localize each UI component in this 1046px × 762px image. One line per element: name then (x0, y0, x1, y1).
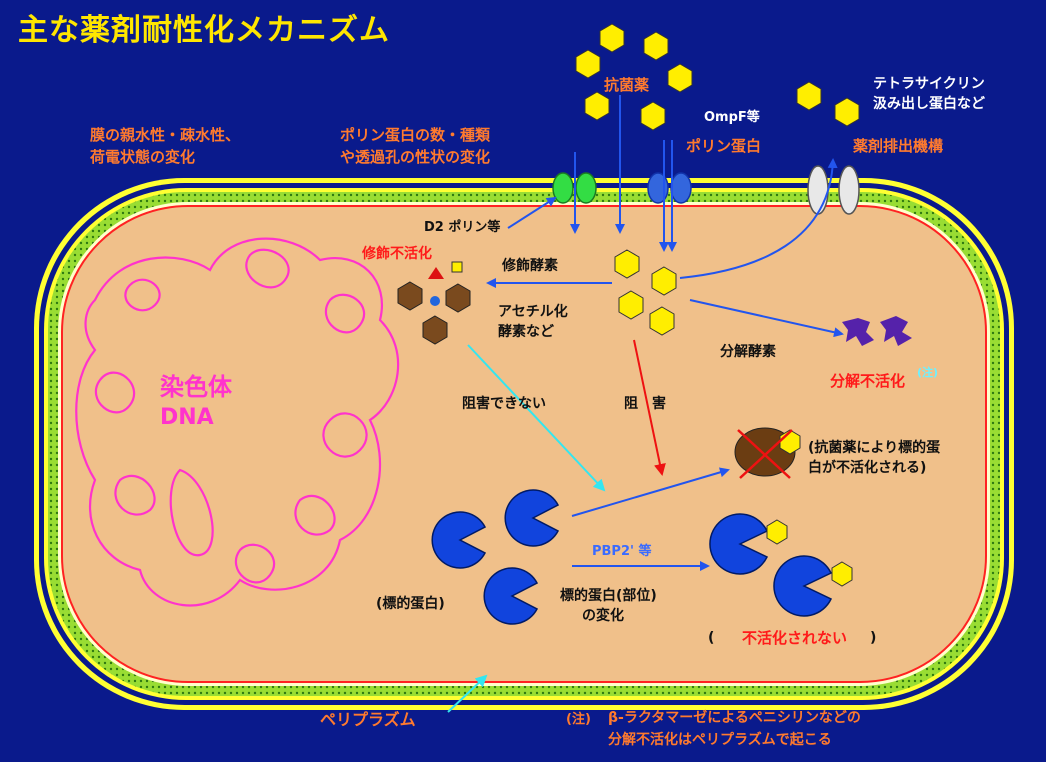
label-periplasm: ペリプラズム (320, 710, 416, 729)
label-tetracycline-2: 汲み出し蛋白など (873, 96, 985, 112)
label-efflux: 薬剤排出機構 (853, 137, 944, 155)
label-target-change-2: の変化 (582, 608, 624, 624)
page-title: 主な薬剤耐性化メカニズム (18, 13, 390, 48)
drug-inside (614, 249, 677, 336)
label-dna: DNA (160, 405, 214, 430)
arrows (486, 95, 844, 571)
periplasm-arrow (447, 674, 488, 713)
label-pbp2: PBP2' 等 (592, 544, 652, 559)
label-inhibit: 阻 害 (624, 396, 666, 412)
label-porin-count-2: や透過孔の性状の変化 (340, 148, 491, 166)
label-target-protein: (標的蛋白) (376, 596, 445, 612)
label-target-change-1: 標的蛋白(部位) (560, 588, 657, 604)
label-not-inactivated-close: ) (870, 630, 877, 646)
label-tetracycline-1: テトラサイクリン (873, 76, 985, 92)
label-acetyl-1: アセチル化 (498, 304, 568, 320)
label-not-inactivated: 不活化されない (742, 629, 848, 647)
label-d2-porin: D2 ポリン等 (424, 220, 501, 235)
degraded-drug (842, 316, 912, 346)
chromosome-dna (75, 237, 400, 607)
label-target-inactivated-2: 白が不活化される) (808, 460, 927, 476)
label-degradation-inactivation: 分解不活化 (830, 372, 906, 390)
target-proteins (431, 489, 833, 625)
label-porin-count-1: ポリン蛋白の数・種類 (340, 126, 491, 144)
drug-outside (575, 23, 860, 131)
modified-drug (397, 261, 471, 345)
label-footnote-2: 分解不活化はペリプラズムで起こる (608, 732, 832, 748)
label-footnote-mark: (注) (566, 712, 591, 727)
label-ompf: OmpF等 (704, 110, 760, 125)
label-membrane-2: 荷電状態の変化 (90, 148, 196, 166)
label-modifying-enzyme: 修飾酵素 (502, 258, 558, 274)
label-footnote-1: β-ラクタマーゼによるペニシリンなどの (608, 710, 861, 726)
label-target-inactivated-1: (抗菌薬により標的蛋 (808, 440, 941, 456)
inactivated-target (734, 427, 801, 479)
label-modification-inactivation: 修飾不活化 (362, 246, 432, 262)
label-cannot-inhibit: 阻害できない (462, 396, 546, 412)
label-not-inactivated-open: ( (708, 630, 715, 646)
label-acetyl-2: 酵素など (498, 324, 554, 340)
inhibit-arrow (633, 339, 666, 476)
label-porin-protein: ポリン蛋白 (686, 137, 762, 155)
label-degrading-enzyme: 分解酵素 (720, 344, 776, 360)
cannot-inhibit-arrow (467, 344, 606, 492)
bound-drugs (766, 519, 853, 587)
label-note-mark: (注) (917, 366, 939, 379)
label-antibacterial: 抗菌薬 (604, 76, 650, 94)
label-chromosome: 染色体 (160, 373, 232, 401)
label-membrane-1: 膜の親水性・疎水性、 (90, 126, 241, 144)
porin-green (552, 172, 597, 204)
